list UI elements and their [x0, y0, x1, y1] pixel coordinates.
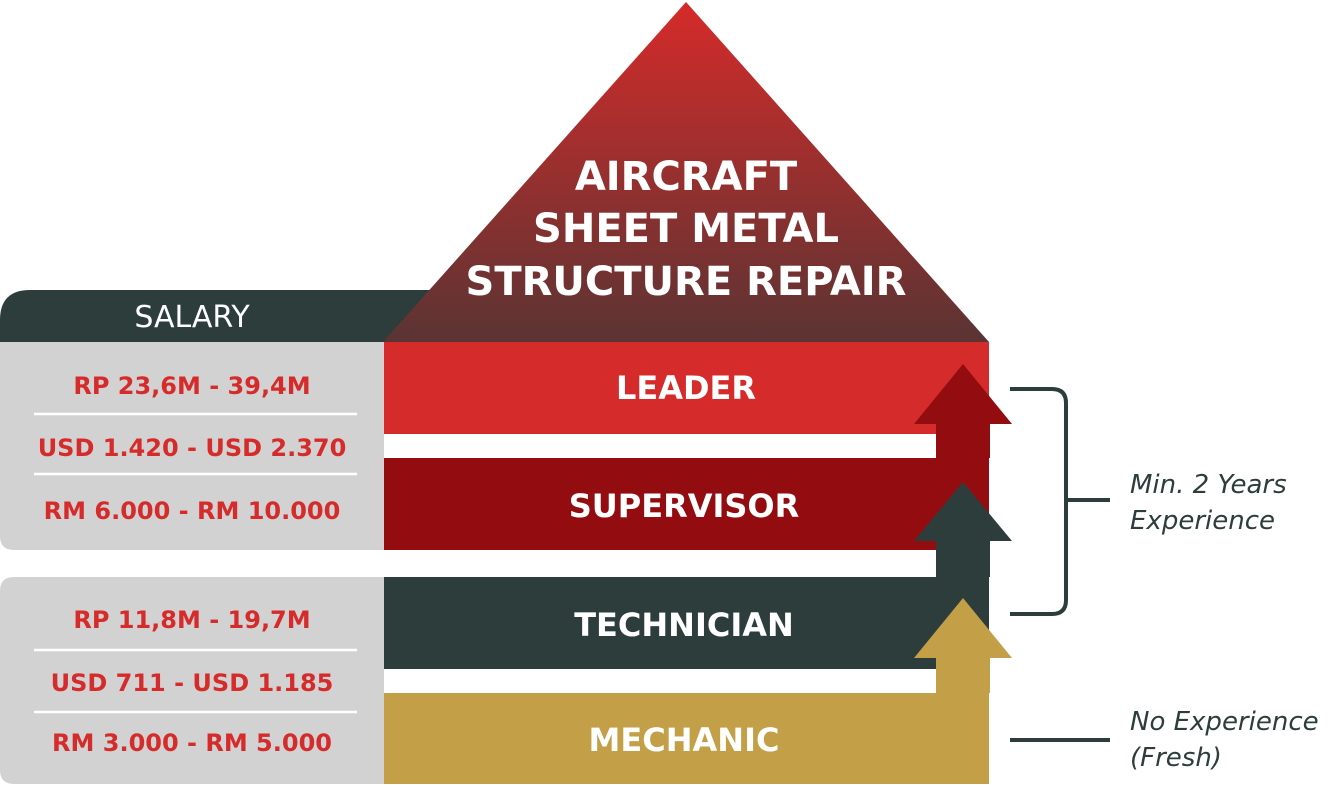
tier-band-supervisor — [384, 458, 989, 550]
experience-bracket — [1010, 387, 1068, 616]
pyramid-roof — [383, 2, 989, 342]
tier-band-leader — [384, 342, 989, 434]
note-experienced-line-1: Min. 2 Years — [1130, 470, 1287, 500]
salary-header-label: SALARY — [134, 300, 250, 335]
tier-label-leader: LEADER — [616, 369, 756, 407]
arrow-up-technician-icon — [914, 482, 1012, 577]
tier-label-mechanic: MECHANIC — [589, 721, 780, 759]
title-line-3: STRUCTURE REPAIR — [466, 259, 907, 305]
note-experienced-line-2: Experience — [1130, 506, 1275, 536]
tier-label-technician: TECHNICIAN — [574, 606, 794, 644]
salary-header-tab — [0, 290, 440, 342]
note-fresh-line-2: (Fresh) — [1130, 743, 1222, 773]
salary-line-rm-junior: RM 3.000 - RM 5.000 — [52, 729, 332, 757]
tier-band-mechanic — [384, 693, 989, 784]
salary-line-rm-senior: RM 6.000 - RM 10.000 — [44, 497, 341, 525]
salary-line-rp-junior: RP 11,8M - 19,7M — [73, 606, 310, 634]
salary-panel-lower — [0, 577, 384, 784]
arrow-up-supervisor-icon — [914, 364, 1012, 458]
note-fresh-line-1: No Experience — [1130, 707, 1319, 737]
tier-band-technician — [384, 577, 989, 669]
salary-panel-upper — [0, 342, 384, 550]
title-line-1: AIRCRAFT — [575, 154, 798, 200]
salary-line-usd-junior: USD 711 - USD 1.185 — [51, 669, 334, 697]
title-line-2: SHEET METAL — [533, 206, 839, 252]
salary-line-usd-senior: USD 1.420 - USD 2.370 — [38, 434, 347, 462]
arrow-up-mechanic-icon — [914, 598, 1012, 693]
tier-label-supervisor: SUPERVISOR — [569, 487, 800, 525]
salary-line-rp-senior: RP 23,6M - 39,4M — [73, 372, 310, 400]
